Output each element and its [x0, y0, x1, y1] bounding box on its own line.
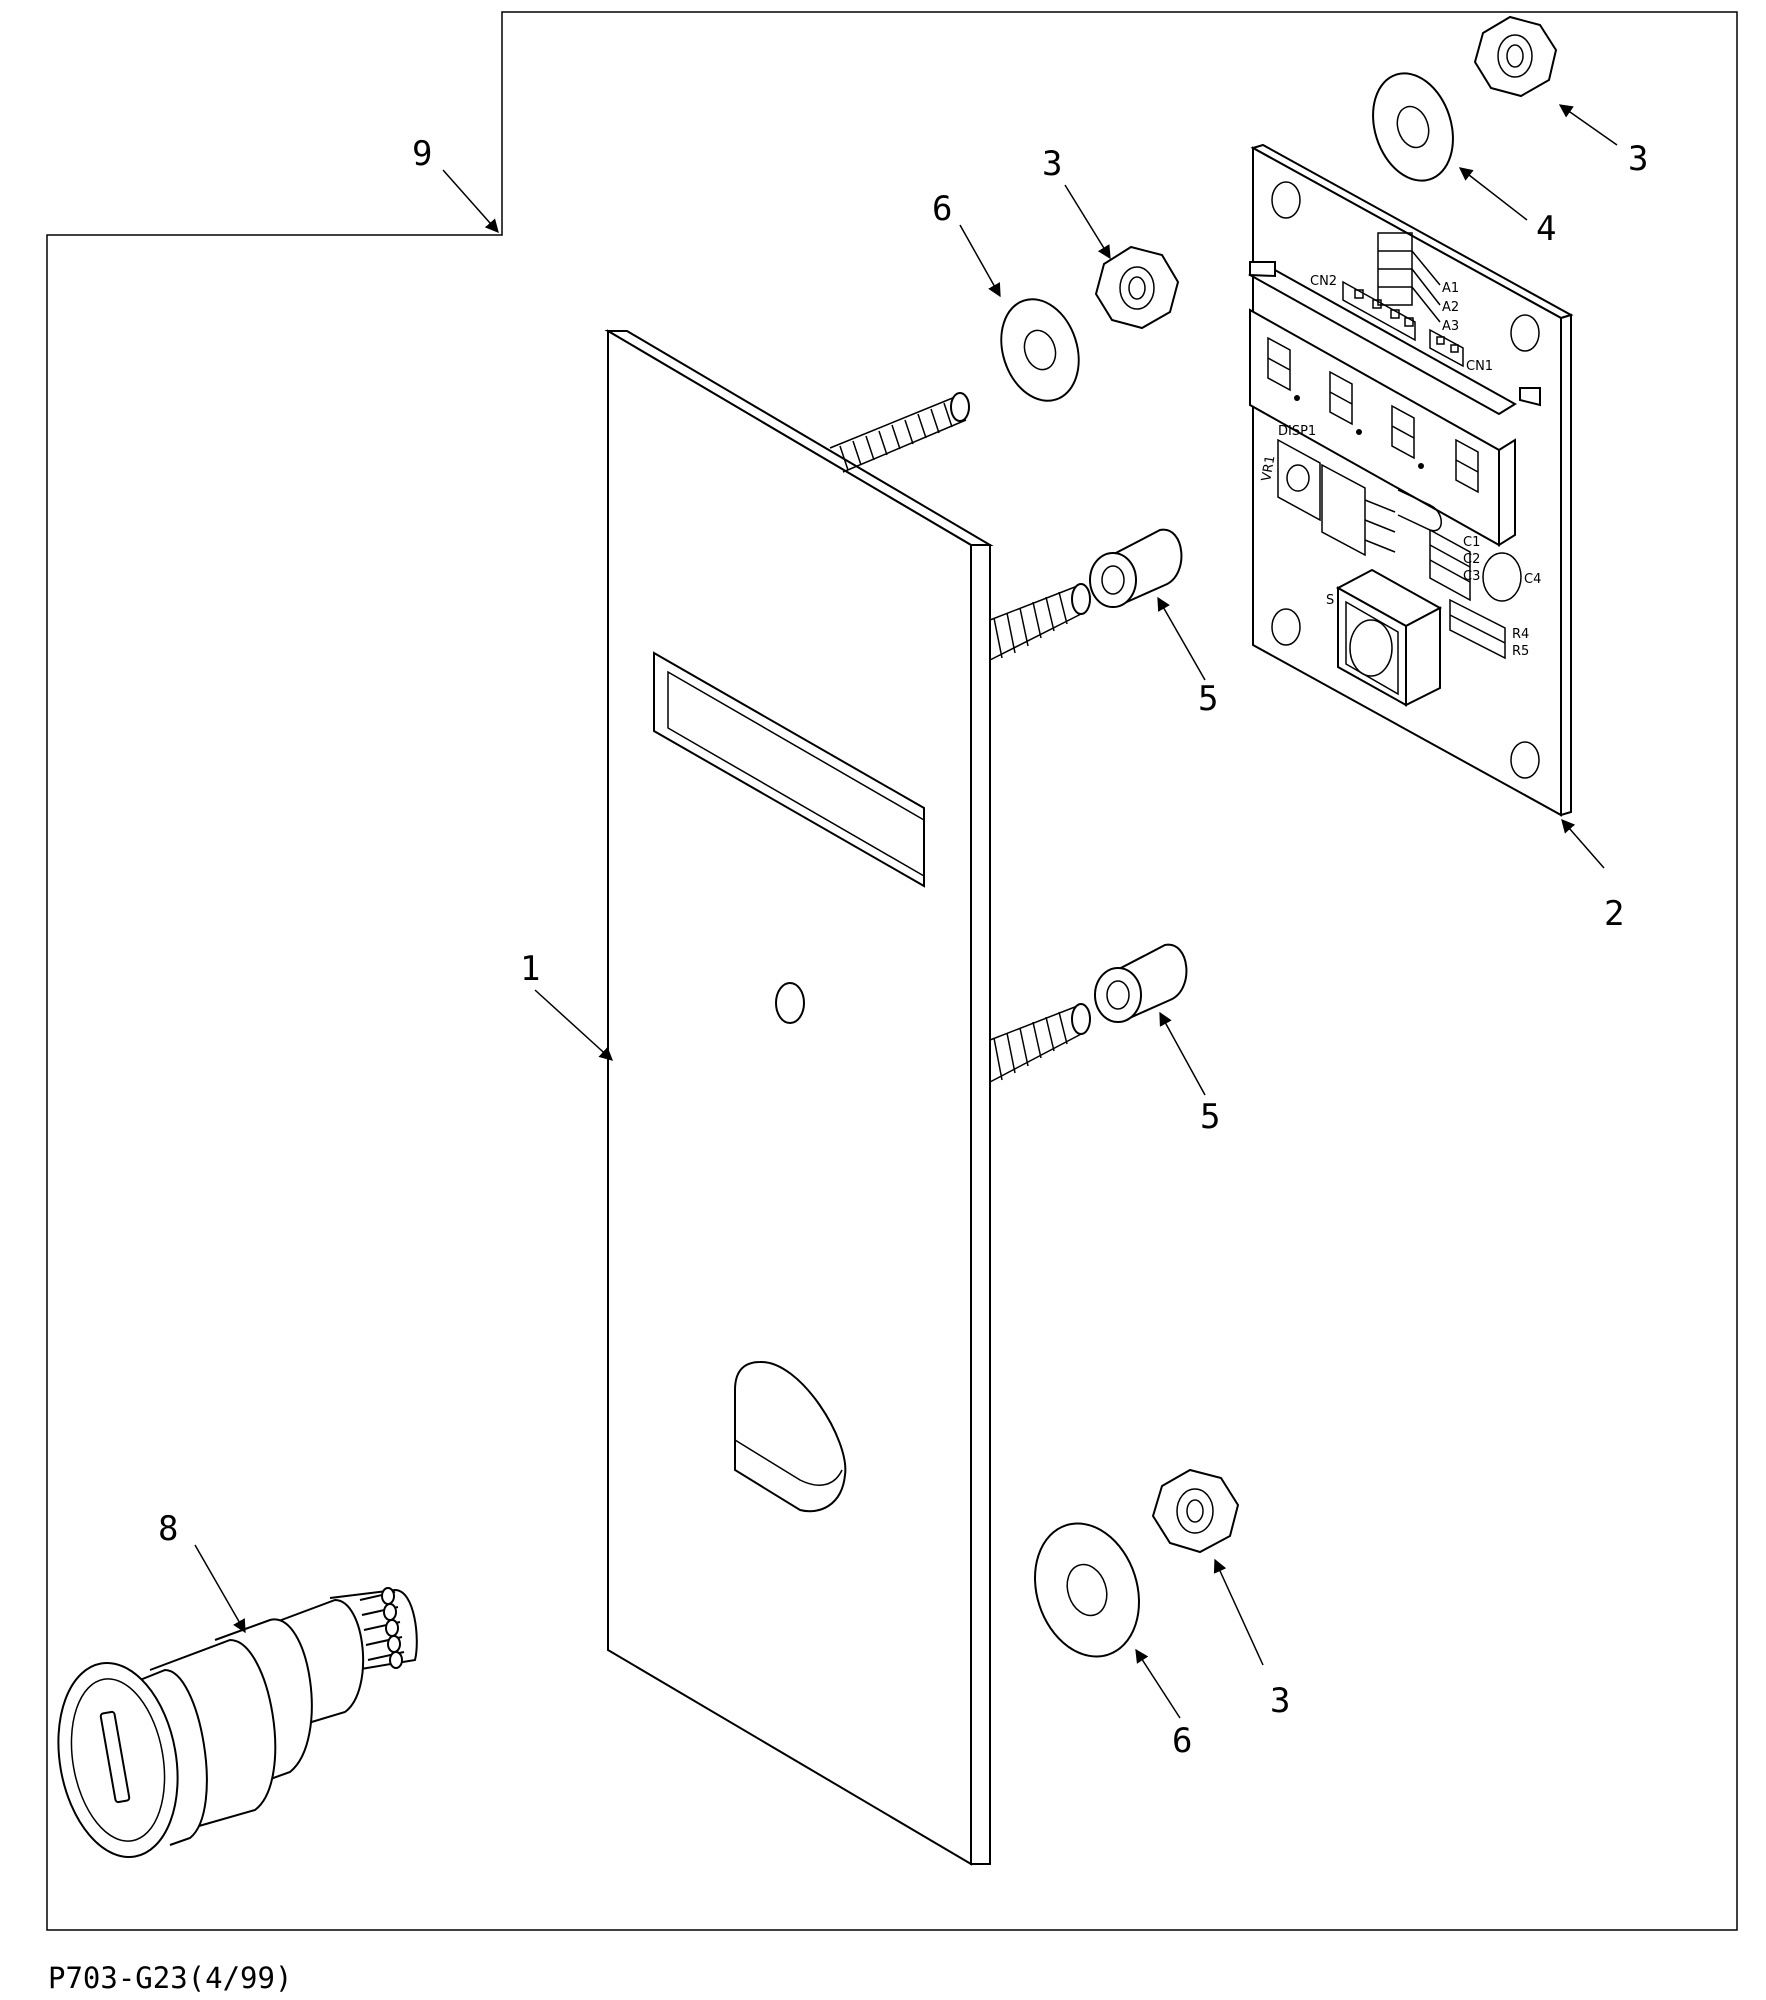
label-a1: A1	[1442, 281, 1459, 296]
callout-spacer-lower: 5	[1200, 1097, 1220, 1137]
callout-nut-bottom: 3	[1270, 1681, 1290, 1721]
callout-washer-top: 4	[1536, 209, 1556, 249]
drawing-code: P703-G23(4/99)	[48, 1961, 292, 1995]
seven-segment-digits	[1267, 336, 1479, 494]
callout-labels: 9 1 2 3 3 3 4 5 5 6 6 8	[158, 134, 1648, 1761]
callout-nut-top-mid: 3	[1042, 144, 1062, 184]
label-disp1: DISP1	[1278, 424, 1316, 439]
washer-bottom	[1034, 1522, 1140, 1658]
callout-washer-bottom: 6	[1172, 1721, 1192, 1761]
nut-bottom	[1151, 1468, 1240, 1554]
spacer-lower	[1094, 943, 1188, 1023]
washer-top-mid	[1000, 298, 1080, 402]
front-panel	[604, 329, 994, 1866]
label-c3: C3	[1463, 569, 1480, 584]
callout-spacer-upper: 5	[1198, 679, 1218, 719]
stud-lower	[989, 1003, 1091, 1083]
pc-board-labels: CN2 A1 A2 A3 CN1 DISP1 VR1 C1 C2 C3 C4 S…	[1259, 274, 1541, 659]
callout-washer-top-mid: 6	[932, 189, 952, 229]
leader-lines	[194, 104, 1618, 1719]
label-r5: R5	[1512, 644, 1529, 659]
callout-pc-board: 2	[1604, 894, 1624, 934]
rotary-switch	[57, 1587, 418, 1859]
label-cn2: CN2	[1310, 274, 1337, 289]
washer-top	[1372, 72, 1454, 182]
label-cn1: CN1	[1466, 359, 1493, 374]
label-c1: C1	[1463, 535, 1480, 550]
nut-top-mid	[1094, 245, 1180, 330]
label-r4: R4	[1512, 627, 1529, 642]
spacer-upper	[1089, 528, 1183, 608]
callout-enclosure: 9	[412, 134, 432, 174]
label-s: S	[1326, 593, 1334, 608]
callout-nut-top-right: 3	[1628, 139, 1648, 179]
label-vr1: VR1	[1259, 454, 1278, 482]
label-c2: C2	[1463, 552, 1480, 567]
callout-front-panel: 1	[520, 949, 540, 989]
label-a3: A3	[1442, 319, 1459, 334]
enclosure-outline	[46, 11, 1738, 1931]
label-a2: A2	[1442, 300, 1459, 315]
nut-top-right	[1473, 15, 1558, 98]
stud-middle	[989, 583, 1091, 661]
callout-switch: 8	[158, 1509, 178, 1549]
pc-board	[1248, 143, 1574, 817]
label-c4: C4	[1524, 572, 1541, 587]
stud-top	[829, 392, 970, 473]
